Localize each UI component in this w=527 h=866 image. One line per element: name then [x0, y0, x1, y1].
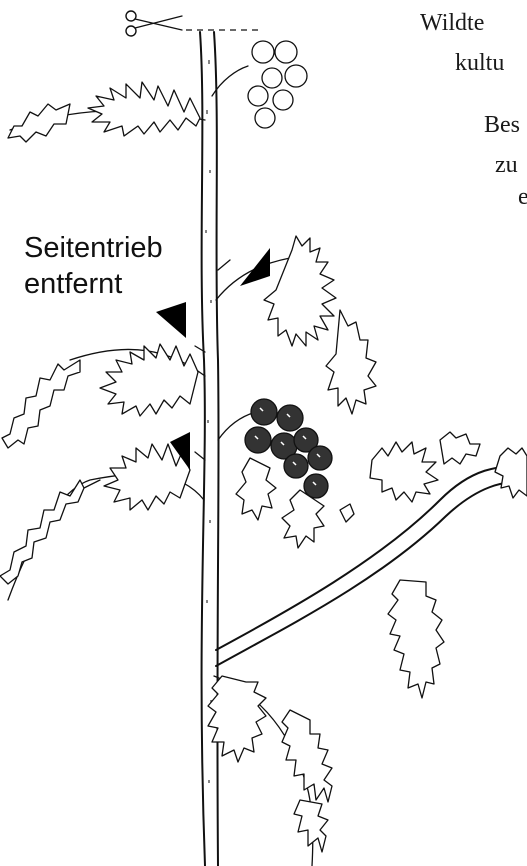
caption-line-1: Wildte: [420, 10, 484, 36]
scissors-icon: [126, 11, 182, 36]
triangle-arrow-icon: [156, 302, 186, 338]
leaf-bottom: [208, 676, 332, 866]
side-shoot-label-line-2: entfernt: [24, 268, 122, 300]
caption-line-3: Bes: [484, 112, 520, 138]
triangle-arrow-icon: [240, 248, 270, 286]
caption-line-4: zu: [495, 152, 518, 178]
branch-upper-right: [216, 236, 376, 414]
branch-lower-left: [0, 444, 204, 600]
fruit-truss: [218, 399, 332, 548]
flower-truss-top: [212, 41, 307, 128]
caption-line-5: e: [518, 184, 527, 210]
branch-middle-left: [2, 344, 205, 448]
caption-line-2: kultu: [455, 50, 504, 76]
side-shoot-label-line-1: Seitentrieb: [24, 232, 163, 264]
leaf-upper-left: [8, 82, 205, 142]
